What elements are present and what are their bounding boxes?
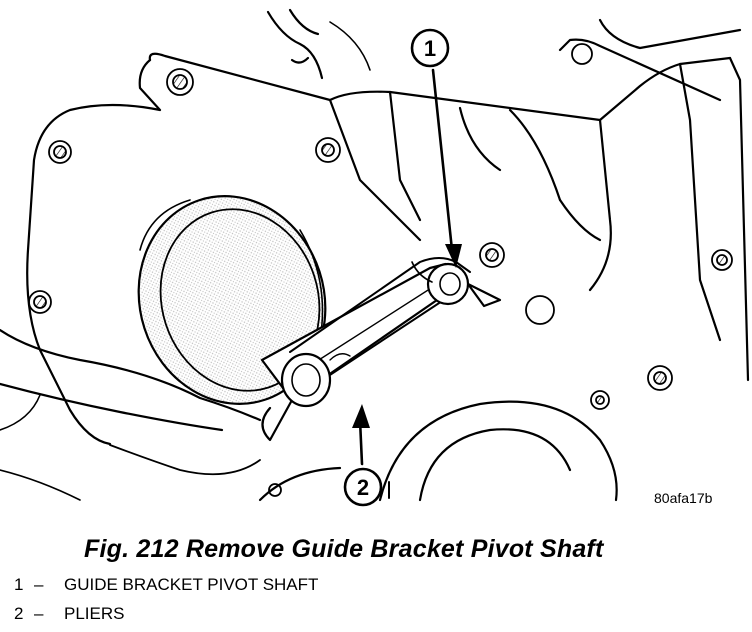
hand-top <box>266 8 371 80</box>
bolt-holes <box>28 43 733 497</box>
legend-number: 1 <box>14 575 24 594</box>
callout-arrows <box>352 68 462 499</box>
legend-dash: – <box>34 575 44 594</box>
figure-caption: Fig. 212 Remove Guide Bracket Pivot Shaf… <box>84 535 604 563</box>
lower-boss <box>258 400 618 502</box>
legend-number: 2 <box>14 604 24 623</box>
callout-1-circle <box>410 28 450 68</box>
callout-2-circle <box>343 467 383 507</box>
figure-id-code: 80afa17b <box>654 490 713 506</box>
legend-dash: – <box>34 604 44 623</box>
technical-illustration: 1 2 <box>0 8 750 507</box>
housing-outline <box>26 18 750 446</box>
legend-item: 2– PLIERS <box>14 604 124 624</box>
callout-1-number: 1 <box>424 36 436 61</box>
legend-label: GUIDE BRACKET PIVOT SHAFT <box>64 575 319 594</box>
legend-item: 1– GUIDE BRACKET PIVOT SHAFT <box>14 575 318 595</box>
callout-2-number: 2 <box>357 475 369 500</box>
legend-label: PLIERS <box>64 604 125 623</box>
hand-left <box>0 328 262 501</box>
